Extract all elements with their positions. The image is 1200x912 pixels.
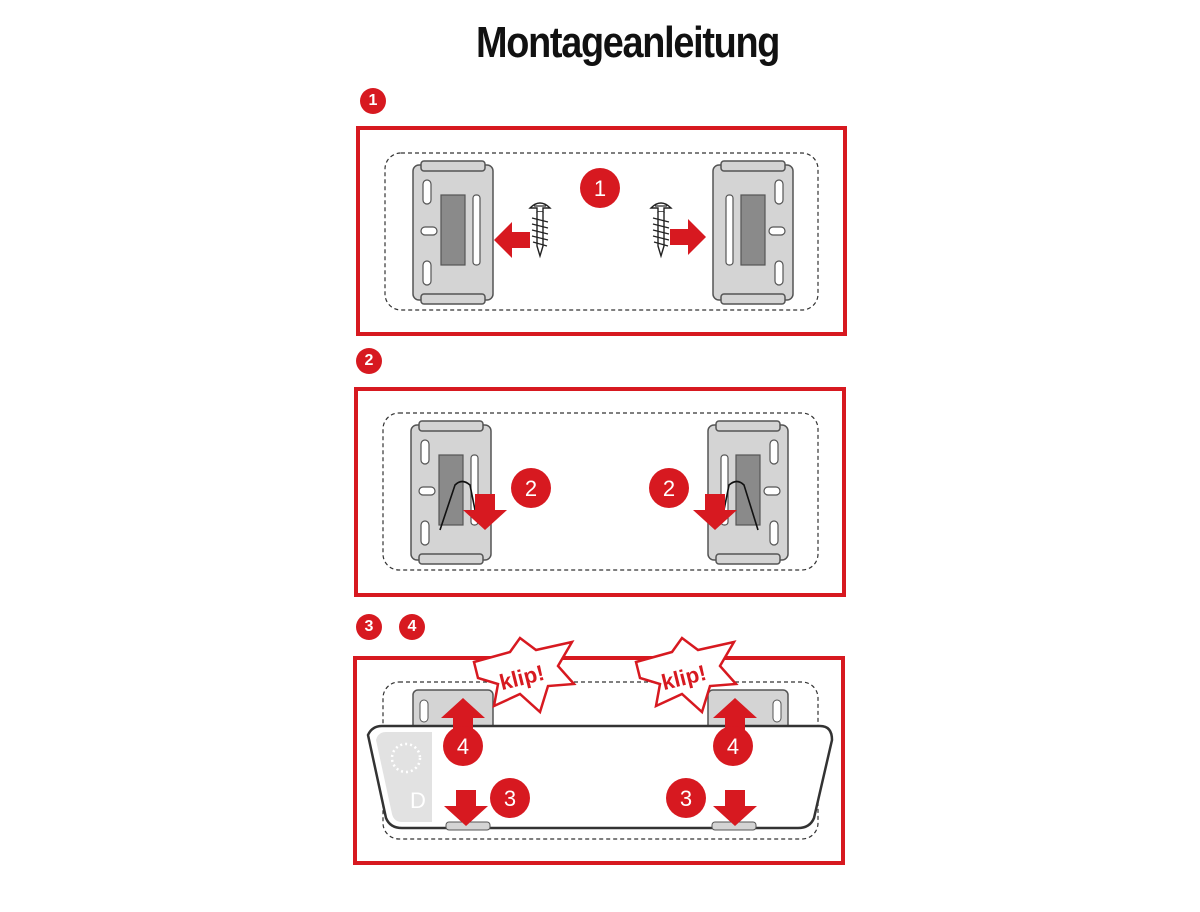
svg-text:3: 3	[504, 786, 516, 811]
step-4-badge: 4	[399, 614, 425, 640]
marker-2-right	[649, 468, 689, 508]
left-bracket	[412, 160, 494, 305]
marker-3-left	[490, 778, 530, 818]
plate-letter: D	[410, 788, 426, 813]
svg-text:3: 3	[680, 786, 692, 811]
step-3-badge: 3	[356, 614, 382, 640]
page-title: Montageanleitung	[476, 18, 780, 67]
mirror-body	[366, 724, 834, 830]
arrow-left-icon	[494, 222, 530, 258]
marker-2-left	[511, 468, 551, 508]
right-bracket-2	[707, 420, 789, 565]
left-bracket-2	[410, 420, 492, 565]
marker-1-label: 1	[594, 176, 606, 201]
step-3-4-panel	[353, 656, 845, 865]
marker-3-right	[666, 778, 706, 818]
screw-left-icon	[529, 202, 551, 257]
klip-burst-right	[634, 636, 739, 715]
step-1-badge: 1	[360, 88, 386, 114]
step-2-panel	[354, 387, 846, 597]
mirror-outline	[384, 152, 819, 311]
marker-4-left	[443, 726, 483, 766]
plate-area	[376, 732, 432, 822]
step-2-badge: 2	[356, 348, 382, 374]
svg-text:4: 4	[457, 734, 469, 759]
klip-burst-left	[472, 636, 577, 715]
svg-text:2: 2	[525, 476, 537, 501]
marker-4-right	[713, 726, 753, 766]
svg-text:2: 2	[663, 476, 675, 501]
step-1-panel	[356, 126, 847, 336]
screw-right-icon	[650, 202, 672, 257]
svg-text:4: 4	[727, 734, 739, 759]
marker-1	[580, 168, 620, 208]
right-bracket	[712, 160, 794, 305]
arrow-right-icon	[670, 219, 706, 255]
